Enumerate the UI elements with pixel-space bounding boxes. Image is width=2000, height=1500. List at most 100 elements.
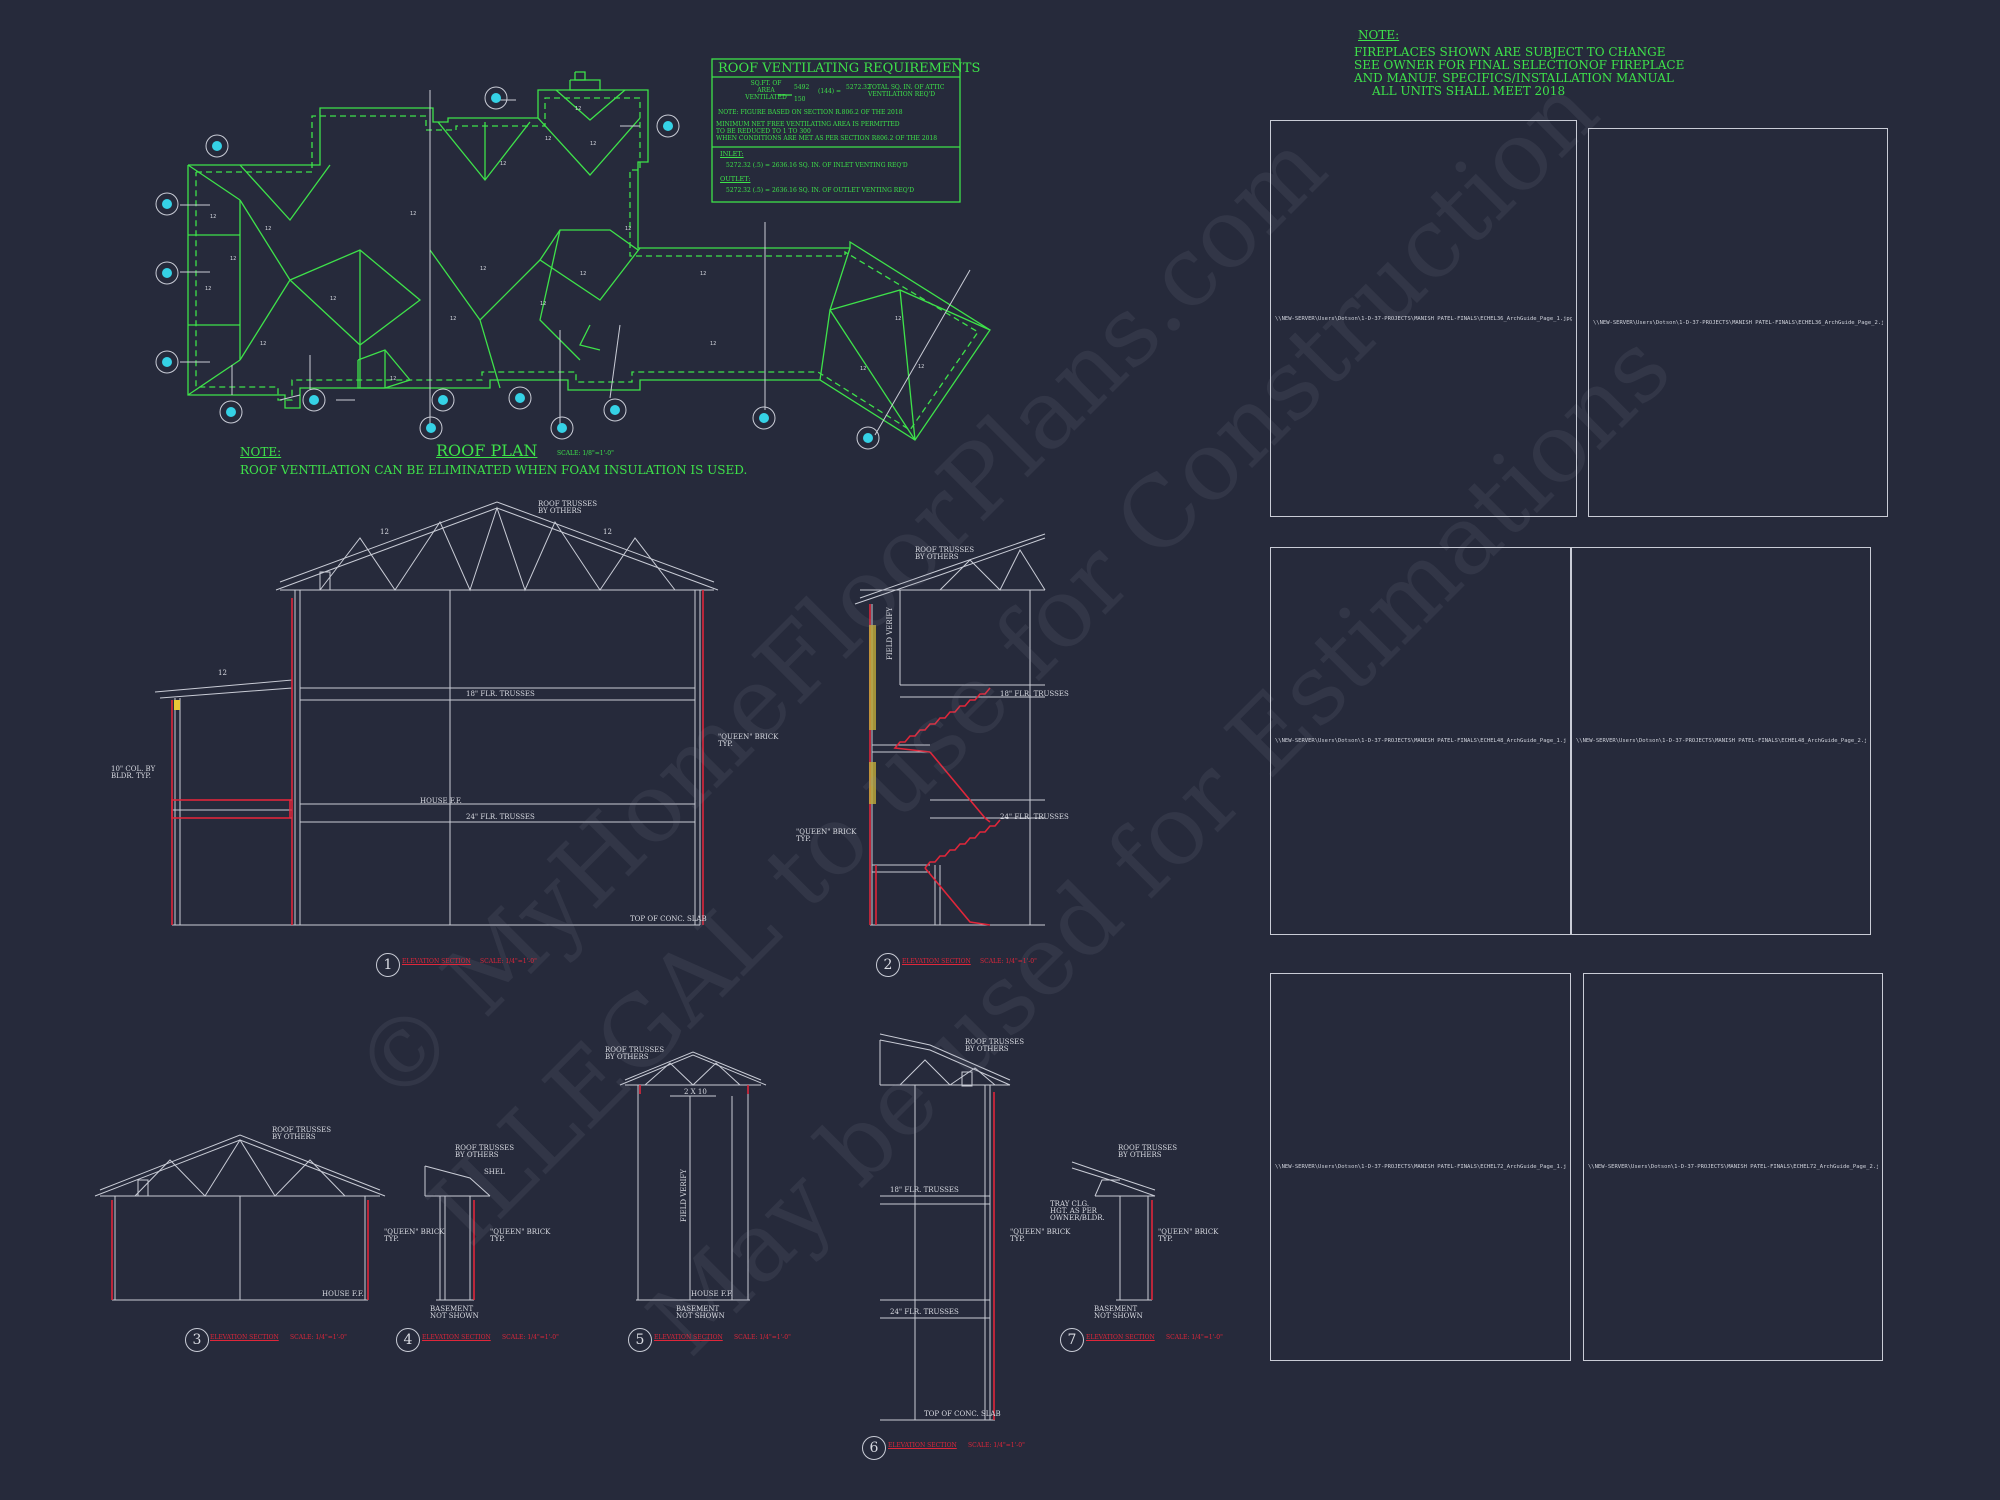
image-ref-3: \\NEW-SERVER\Users\Dotson\1-D-37-PROJECT… [1275,738,1566,744]
s7-roof-trusses: ROOF TRUSSES [1118,1144,1178,1152]
section-3-brick [111,1200,369,1300]
s1-flr24: 24" FLR. TRUSSES [466,813,535,821]
s2-callout: 2 [876,953,900,977]
s5-callout: 5 [628,1328,652,1352]
svg-text:12: 12 [540,301,546,307]
s4-shel: SHEL [484,1168,505,1176]
s3-queen-brick: "QUEEN" BRICK [384,1228,445,1236]
fireplace-note-1: FIREPLACES SHOWN ARE SUBJECT TO CHANGE [1354,45,1666,59]
s7-tray3: OWNER/BLDR. [1050,1214,1105,1222]
s6-typ: TYP. [1010,1235,1025,1243]
s1-section-label: ELEVATION SECTION [402,958,471,965]
s2-section-scale: SCALE: 1/4"=1'-0" [980,958,1037,965]
s7-typ: TYP. [1158,1235,1173,1243]
svg-text:12: 12 [918,364,924,370]
s2-field-verify: FIELD VERIFY [886,607,894,660]
s5-house-ff: HOUSE F.F. [691,1290,733,1298]
vent-outlet-label: OUTLET: [720,175,751,183]
section-7-drawing [1071,1161,1156,1301]
image-ref-2: \\NEW-SERVER\Users\Dotson\1-D-37-PROJECT… [1593,319,1883,326]
svg-text:12: 12 [700,271,706,277]
vent-note-based: NOTE: FIGURE BASED ON SECTION R.806.2 OF… [718,109,903,116]
s1-by-others: BY OTHERS [538,507,582,515]
svg-text:12: 12 [260,341,266,347]
s4-not-shown: NOT SHOWN [430,1312,479,1320]
s5-header: 2 X 10 [684,1088,707,1096]
s4-basement: BASEMENT [430,1305,474,1313]
s7-not-shown: NOT SHOWN [1094,1312,1143,1320]
s1-col2: BLDR. TYP. [111,772,151,780]
vent-min-3: WHEN CONDITIONS ARE MET AS PER SECTION R… [716,135,938,142]
vent-requirements-box [711,58,961,203]
svg-text:12: 12 [230,256,236,262]
section-4-drawing [424,1165,491,1301]
vent-total-label: TOTAL SQ. IN. OF ATTIC VENTILATION REQ'D [868,84,945,98]
vent-min-2: TO BE REDUCED TO 1 TO 300 [716,128,811,135]
s1-col: 10" COL. BY [111,765,156,773]
s4-section-scale: SCALE: 1/4"=1'-0" [502,1334,559,1341]
s6-slab: TOP OF CONC. SLAB [924,1410,1001,1418]
fireplace-note-label: NOTE: [1358,28,1400,42]
image-frame-6: \\NEW-SERVER\Users\Dotson\1-D-37-PROJECT… [1583,973,1883,1361]
s7-section-label: ELEVATION SECTION [1086,1334,1155,1341]
svg-text:12: 12 [860,366,866,372]
vent-result: 5272.32 [846,84,871,91]
svg-text:12: 12 [265,226,271,232]
s5-field-verify: FIELD VERIFY [680,1169,688,1222]
section-1-drawing [154,501,719,926]
section-5-drawing [619,1051,767,1301]
s5-not-shown: NOT SHOWN [676,1312,725,1320]
svg-text:12: 12 [450,316,456,322]
svg-text:12: 12 [575,106,581,112]
roof-note-text: ROOF VENTILATION CAN BE ELIMINATED WHEN … [240,463,748,477]
s2-roof-trusses: ROOF TRUSSES [915,546,975,554]
s6-roof-trusses: ROOF TRUSSES [965,1038,1025,1046]
section-6-drawing [879,1033,1011,1421]
vent-min-1: MINIMUM NET FREE VENTILATING AREA IS PER… [716,121,900,128]
s1-pitch-left: 12 [380,528,389,536]
image-frame-2: \\NEW-SERVER\Users\Dotson\1-D-37-PROJECT… [1588,128,1888,517]
s2-typ: TYP. [796,835,811,843]
vent-box-title: ROOF VENTILATING REQUIREMENTS [718,61,981,76]
fireplace-note-2: SEE OWNER FOR FINAL SELECTIONOF FIREPLAC… [1354,58,1685,72]
roof-note-label: NOTE: [240,445,282,459]
s7-by-others: BY OTHERS [1118,1151,1162,1159]
grid-lines [180,90,971,436]
svg-text:12: 12 [500,161,506,167]
svg-text:12: 12 [710,341,716,347]
image-ref-1: \\NEW-SERVER\Users\Dotson\1-D-37-PROJECT… [1275,315,1572,322]
s6-flr18: 18" FLR. TRUSSES [890,1186,959,1194]
image-frame-4: \\NEW-SERVER\Users\Dotson\1-D-37-PROJECT… [1571,547,1871,935]
s6-section-label: ELEVATION SECTION [888,1442,957,1449]
section-5-brick [639,1085,749,1094]
svg-text:12: 12 [410,211,416,217]
s1-callout: 1 [376,953,400,977]
s3-section-label: ELEVATION SECTION [210,1334,279,1341]
pitch-marks: 12 12 12 12 12 12 12 12 12 12 12 12 12 12 12 12 12 1… [205,106,924,382]
image-frame-3: \\NEW-SERVER\Users\Dotson\1-D-37-PROJECT… [1270,547,1571,935]
vent-area-num: 5492 [794,84,810,91]
s7-tray2: HGT. AS PER [1050,1207,1097,1215]
svg-text:12: 12 [390,376,396,382]
s2-flr24: 24" FLR. TRUSSES [1000,813,1069,821]
s1-flr18: 18" FLR. TRUSSES [466,690,535,698]
svg-text:12: 12 [330,296,336,302]
svg-text:12: 12 [580,271,586,277]
section-3-drawing [94,1134,386,1301]
image-ref-6: \\NEW-SERVER\Users\Dotson\1-D-37-PROJECT… [1588,1164,1878,1170]
image-frame-1: \\NEW-SERVER\Users\Dotson\1-D-37-PROJECT… [1270,120,1577,517]
svg-text:12: 12 [480,266,486,272]
s4-section-label: ELEVATION SECTION [422,1334,491,1341]
roof-plan-drawing [187,71,991,441]
s1-slab: TOP OF CONC. SLAB [630,915,707,923]
svg-text:12: 12 [590,141,596,147]
fireplace-note-3: AND MANUF. SPECIFICS/INSTALLATION MANUAL [1354,71,1674,85]
s2-flr18: 18" FLR. TRUSSES [1000,690,1069,698]
svg-text:12: 12 [210,214,216,220]
image-ref-5: \\NEW-SERVER\Users\Dotson\1-D-37-PROJECT… [1275,1164,1566,1170]
roof-plan-scale: SCALE: 1/8"=1'-0" [557,450,614,457]
s7-queen-brick: "QUEEN" BRICK [1158,1228,1219,1236]
s3-house-ff: HOUSE F.F. [322,1290,364,1298]
window-2a [869,625,876,730]
